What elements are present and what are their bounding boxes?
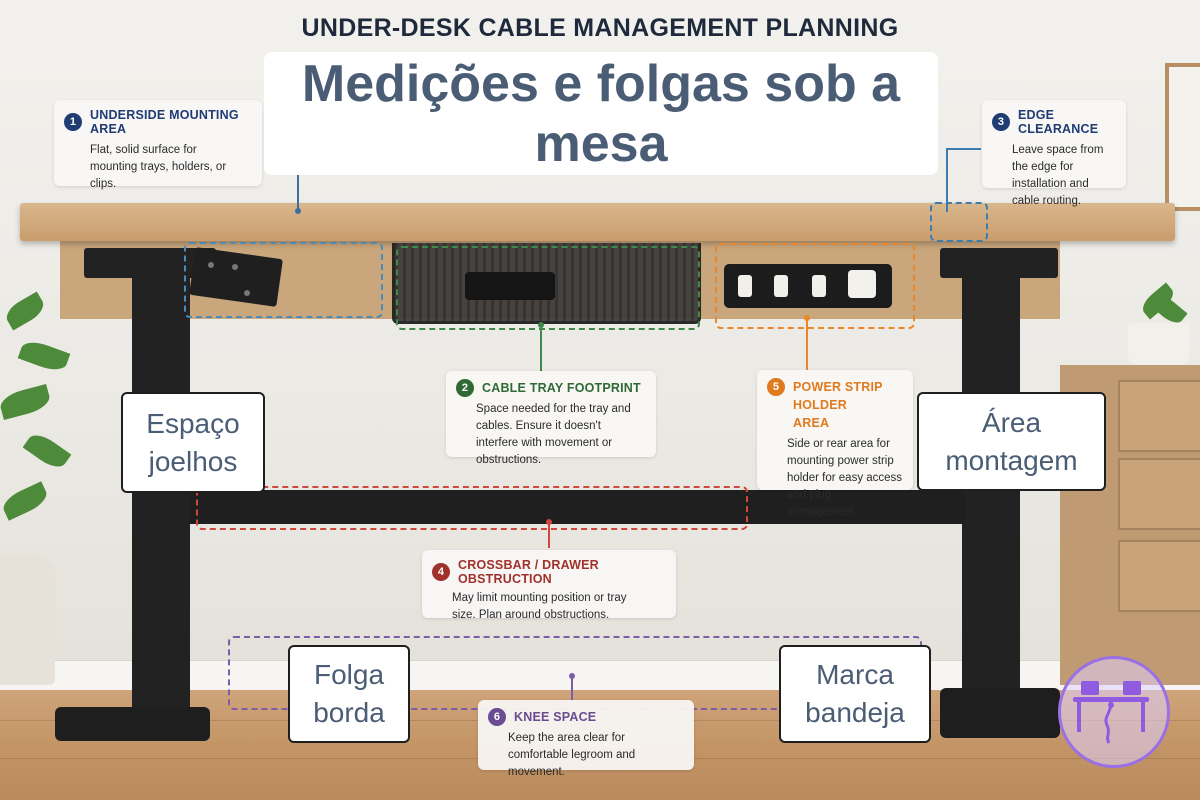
zone-crossbar xyxy=(196,486,748,530)
connector-dot-6 xyxy=(569,673,575,679)
callout-header: 3 EDGE CLEARANCE xyxy=(992,108,1116,136)
callout-number: 3 xyxy=(992,113,1010,131)
connector-dot-5 xyxy=(804,315,810,321)
callout-underside-mounting: 1 UNDERSIDE MOUNTING AREA Flat, solid su… xyxy=(54,100,262,190)
desk-foot-left xyxy=(55,707,210,741)
connector-line-2 xyxy=(540,326,542,372)
zone-edge-clearance xyxy=(930,202,988,242)
callout-title: UNDERSIDE MOUNTING AREA xyxy=(90,108,239,136)
cabinet-drawer xyxy=(1118,458,1200,530)
overlay-title: Medições e folgas sob a mesa xyxy=(264,52,938,175)
label-area-montagem: Área montagem xyxy=(917,392,1106,491)
desk-foot-right xyxy=(940,688,1060,738)
callout-title: KNEE SPACE xyxy=(514,710,597,724)
callout-number: 6 xyxy=(488,708,506,726)
desk-cable-logo-icon xyxy=(1058,656,1170,768)
screw xyxy=(244,290,250,296)
outlet xyxy=(812,275,826,297)
callout-number: 2 xyxy=(456,379,474,397)
callout-edge-clearance: 3 EDGE CLEARANCE Leave space from the ed… xyxy=(982,100,1126,207)
page-title: UNDER-DESK CABLE MANAGEMENT PLANNING xyxy=(301,14,899,42)
connector-dot-1 xyxy=(295,208,301,214)
connector-line-3v xyxy=(946,148,948,212)
callout-body: May limit mounting position or tray size… xyxy=(452,592,627,621)
callout-header: 5 POWER STRIP HOLDER AREA xyxy=(767,378,903,432)
desk-crossbar xyxy=(190,490,965,524)
zone-underside-mounting xyxy=(184,242,383,318)
callout-knee-space: 6 KNEE SPACE Keep the area clear for com… xyxy=(478,700,694,778)
callout-header: 1 UNDERSIDE MOUNTING AREA xyxy=(64,108,252,136)
callout-title: CROSSBAR / DRAWER OBSTRUCTION xyxy=(458,558,599,586)
callout-number: 5 xyxy=(767,378,785,396)
connector-line-6 xyxy=(571,676,573,700)
callout-power-strip-holder: 5 POWER STRIP HOLDER AREA Side or rear a… xyxy=(757,370,913,518)
callout-header: 2 CABLE TRAY FOOTPRINT xyxy=(456,379,646,397)
cabinet-drawer xyxy=(1118,540,1200,612)
callout-header: 6 KNEE SPACE xyxy=(488,708,684,726)
callout-body: Keep the area clear for comfortable legr… xyxy=(508,732,636,778)
connector-dot-2 xyxy=(538,322,544,328)
power-plug xyxy=(848,270,876,298)
outlet xyxy=(774,275,788,297)
callout-number: 4 xyxy=(432,563,450,581)
cabinet-drawer xyxy=(1118,380,1200,452)
zone-cable-tray xyxy=(396,246,700,330)
label-espaco-joelhos: Espaço joelhos xyxy=(121,392,265,493)
callout-body: Leave space from the edge for installati… xyxy=(1012,144,1104,207)
wall-picture-frame xyxy=(1165,63,1200,211)
power-adapter xyxy=(465,272,555,300)
connector-dot-4 xyxy=(546,519,552,525)
zone-power-strip xyxy=(715,243,915,329)
callout-title: EDGE CLEARANCE xyxy=(1018,108,1099,136)
callout-title: POWER STRIP HOLDER AREA xyxy=(793,380,883,430)
screw xyxy=(208,262,214,268)
connector-line-3h xyxy=(946,148,981,150)
callout-number: 1 xyxy=(64,113,82,131)
label-marca-bandeja: Marca bandeja xyxy=(779,645,931,743)
plant-pot xyxy=(0,555,55,685)
callout-body: Space needed for the tray and cables. En… xyxy=(476,403,631,466)
connector-line-5 xyxy=(806,318,808,370)
desk-top xyxy=(20,203,1175,241)
callout-title: CABLE TRAY FOOTPRINT xyxy=(482,381,641,395)
callout-body: Side or rear area for mounting power str… xyxy=(787,438,903,518)
connector-line-1 xyxy=(297,173,299,211)
label-folga-borda: Folga borda xyxy=(288,645,410,743)
connector-line-4 xyxy=(548,522,550,548)
outlet xyxy=(738,275,752,297)
callout-crossbar-obstruction: 4 CROSSBAR / DRAWER OBSTRUCTION May limi… xyxy=(422,550,676,621)
callout-header: 4 CROSSBAR / DRAWER OBSTRUCTION xyxy=(432,558,666,586)
small-plant-pot xyxy=(1128,323,1190,365)
screw xyxy=(232,264,238,270)
callout-body: Flat, solid surface for mounting trays, … xyxy=(90,144,227,190)
callout-cable-tray-footprint: 2 CABLE TRAY FOOTPRINT Space needed for … xyxy=(446,371,656,466)
